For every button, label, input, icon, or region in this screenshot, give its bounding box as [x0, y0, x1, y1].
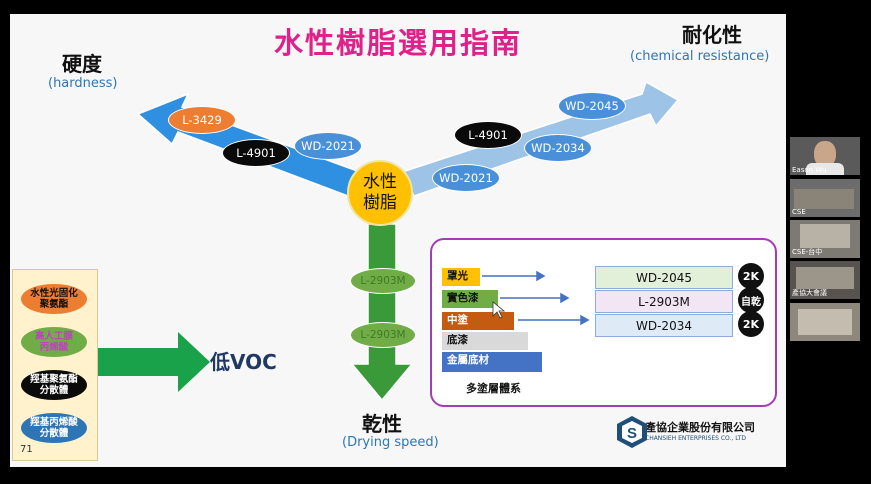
participant-video-2[interactable]: CSE: [790, 179, 860, 217]
low-voc-arrow: [98, 332, 210, 392]
participant-shirt: [806, 163, 844, 175]
pill-l3429: L-3429: [168, 106, 236, 134]
participant-video-3[interactable]: CSE-台中: [790, 220, 860, 258]
drying-label: 乾性: [362, 412, 402, 436]
pill-wd2034: WD-2034: [524, 134, 592, 162]
svg-text:S: S: [627, 425, 637, 442]
badge-2k-2: 2K: [738, 311, 764, 337]
office-scene: [800, 224, 850, 248]
multilayer-caption: 多塗層體系: [466, 382, 521, 395]
layer-midcoat: 中塗: [442, 312, 514, 330]
company-block: S 產協企業股份有限公司 CHANSIEH ENTERPRISES CO., L…: [617, 416, 755, 448]
resin-type-list: 水性光固化 聚氨酯 高人工膜 丙烯酸 羥基聚氨酯 分散體 羥基丙烯酸 分散體: [12, 269, 98, 461]
pill-l4901-hardness: L-4901: [222, 139, 290, 167]
product-wd2045: WD-2045: [595, 266, 733, 289]
participant-video-5[interactable]: [790, 303, 860, 341]
layer-arrows: [482, 270, 590, 326]
layer-basecoat: 實色漆: [442, 290, 498, 308]
shared-slide: 水性樹脂選用指南 硬度 (hardness) 耐化性 (chemical res…: [10, 14, 786, 467]
participant-video-4[interactable]: 產協大會議: [790, 261, 860, 299]
pill-l2903m-2: L-2903M: [350, 322, 416, 348]
participant-face: [814, 141, 836, 167]
pill-l4901-chemical: L-4901: [454, 121, 522, 149]
hardness-en-label: (hardness): [48, 76, 118, 91]
center-line2: 樹脂: [363, 193, 397, 213]
chemical-resistance-label: 耐化性: [682, 23, 742, 47]
meeting-room-scene: [794, 189, 854, 209]
product-wd2034: WD-2034: [595, 314, 733, 337]
slide-title: 水性樹脂選用指南: [273, 26, 522, 60]
badge-self-dry: 自乾: [738, 287, 764, 313]
pill-wd2021-hardness: WD-2021: [294, 132, 362, 160]
low-voc-label: 低VOC: [210, 350, 277, 374]
center-resin-circle: 水性 樹脂: [347, 160, 413, 226]
company-name-cn: 產協企業股份有限公司: [645, 421, 755, 434]
pill-wd2021-chemical: WD-2021: [432, 164, 500, 192]
company-logo-icon: S: [617, 416, 647, 448]
pill-wd2045: WD-2045: [558, 92, 626, 120]
resin-type-hydroxy-pu: 羥基聚氨酯 分散體: [21, 370, 87, 400]
participant-name-3: CSE-台中: [792, 248, 823, 256]
participant-name-2: CSE: [792, 208, 806, 216]
resin-type-uv-pu: 水性光固化 聚氨酯: [21, 284, 87, 314]
product-l2903m: L-2903M: [595, 290, 733, 313]
badge-2k-1: 2K: [738, 263, 764, 289]
pill-l2903m-1: L-2903M: [350, 268, 416, 294]
participant-video-1[interactable]: Eason Wu: [790, 137, 860, 175]
resin-type-acrylic: 高人工膜 丙烯酸: [21, 327, 87, 357]
layer-topcoat: 罩光: [442, 268, 480, 286]
center-line1: 水性: [363, 172, 397, 192]
drying-en-label: (Drying speed): [342, 435, 439, 450]
chemical-resistance-en-label: (chemical resistance): [630, 49, 770, 64]
conference-scene: [796, 267, 854, 289]
resin-type-hydroxy-acrylic: 羥基丙烯酸 分散體: [21, 413, 87, 443]
company-name-en: CHANSIEH ENTERPRISES CO., LTD: [645, 435, 747, 442]
page-number: 71: [20, 444, 33, 455]
drying-arrow: [350, 223, 414, 402]
room-scene: [798, 309, 852, 335]
participant-name-4: 產協大會議: [792, 289, 827, 297]
participant-name-1: Eason Wu: [792, 166, 827, 174]
mouse-cursor-icon: [492, 301, 506, 319]
layer-metal-substrate: 金屬底材: [442, 352, 542, 372]
hardness-label: 硬度: [62, 52, 102, 76]
layer-primer: 底漆: [442, 332, 528, 350]
